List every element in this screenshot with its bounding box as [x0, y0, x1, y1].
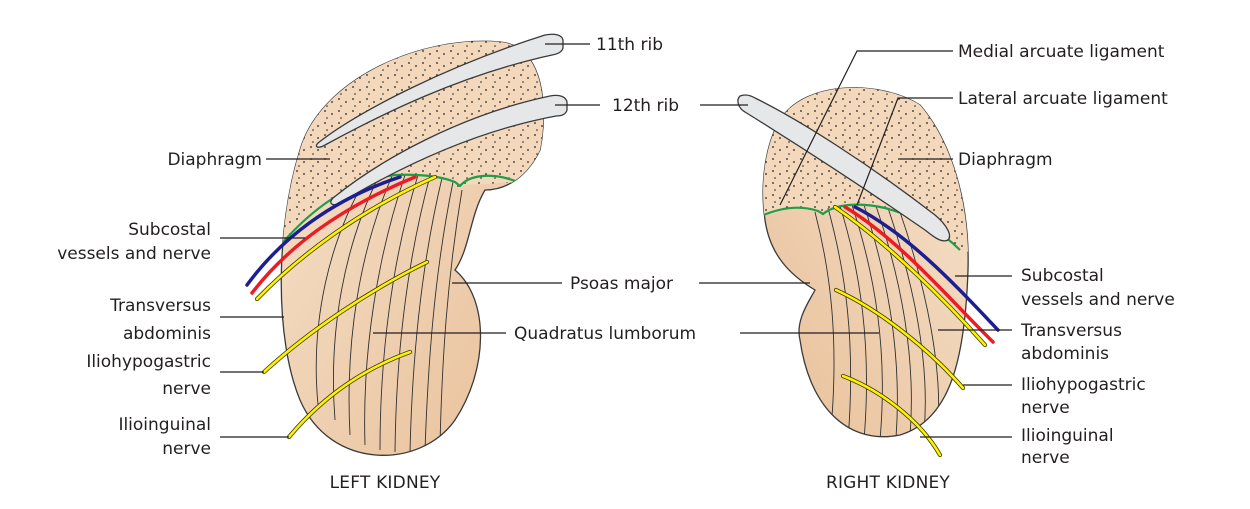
center-annotations: 11th rib 12th rib Psoas major Quadratus …	[373, 35, 879, 344]
right-label-transversus-1: Transversus	[1020, 321, 1122, 341]
lateral-arcuate-leader	[856, 97, 953, 206]
left-label-iliohypogastric-1: Iliohypogastric	[86, 352, 211, 372]
right-label-iliohypogastric-1: Iliohypogastric	[1021, 375, 1146, 395]
left-label-diaphragm: Diaphragm	[167, 150, 262, 170]
left-label-transversus-2: abdominis	[123, 324, 211, 344]
left-annotations: Diaphragm Subcostal vessels and nerve Tr…	[57, 150, 441, 493]
right-label-lateral-arcuate: Lateral arcuate ligament	[958, 89, 1168, 109]
left-kidney-title: LEFT KIDNEY	[330, 473, 441, 493]
left-11th-rib	[315, 33, 564, 148]
medial-arcuate-leader	[779, 50, 953, 206]
right-label-ilioinguinal-2: nerve	[1021, 448, 1070, 468]
right-label-iliohypogastric-2: nerve	[1021, 398, 1070, 418]
right-label-medial-arcuate: Medial arcuate ligament	[958, 42, 1165, 62]
left-label-iliohypogastric-2: nerve	[162, 379, 211, 399]
right-label-ilioinguinal-1: Ilioinguinal	[1021, 426, 1114, 446]
left-label-ilioinguinal-2: nerve	[162, 439, 211, 459]
right-label-subcostal-1: Subcostal	[1021, 266, 1104, 286]
left-kidney-illustration	[245, 33, 568, 456]
left-subcostal-artery	[250, 175, 417, 295]
label-psoas-major: Psoas major	[570, 274, 673, 294]
left-label-ilioinguinal-1: Ilioinguinal	[118, 415, 211, 435]
right-subcostal-vein	[853, 205, 1000, 332]
right-12th-rib	[737, 94, 951, 242]
label-quadratus-lumborum: Quadratus lumborum	[514, 324, 696, 344]
right-label-diaphragm: Diaphragm	[958, 150, 1053, 170]
left-arcuate-ligament-line	[281, 173, 521, 249]
right-label-transversus-2: abdominis	[1021, 344, 1109, 364]
right-subcostal-artery	[843, 205, 995, 344]
left-label-transversus-1: Transversus	[109, 296, 211, 316]
label-12th-rib: 12th rib	[612, 96, 679, 116]
left-label-subcostal-2: vessels and nerve	[57, 244, 211, 264]
right-label-subcostal-2: vessels and nerve	[1021, 290, 1175, 310]
left-quadratus-fibers	[315, 174, 463, 453]
left-subcostal-vein	[245, 175, 402, 287]
right-kidney-title: RIGHT KIDNEY	[826, 473, 950, 493]
left-label-subcostal-1: Subcostal	[128, 220, 211, 240]
right-annotations: Medial arcuate ligament Lateral arcuate …	[826, 42, 1175, 493]
label-11th-rib: 11th rib	[596, 35, 663, 55]
right-kidney-illustration	[737, 50, 1000, 458]
